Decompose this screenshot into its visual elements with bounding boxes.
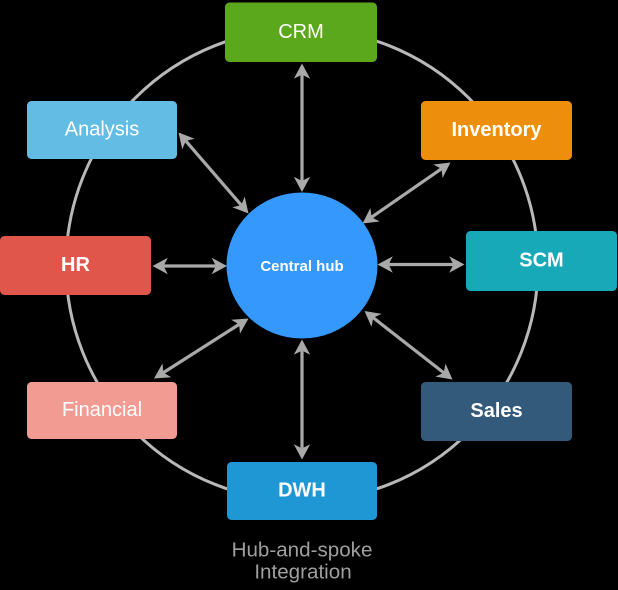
svg-text:Inventory: Inventory xyxy=(451,119,542,141)
svg-text:Financial: Financial xyxy=(62,399,142,421)
svg-text:SCM: SCM xyxy=(519,250,563,272)
svg-text:Integration: Integration xyxy=(254,561,351,584)
svg-text:HR: HR xyxy=(61,254,90,276)
svg-text:DWH: DWH xyxy=(278,480,326,502)
svg-text:Hub-and-spoke: Hub-and-spoke xyxy=(232,539,373,562)
svg-text:Central hub: Central hub xyxy=(260,258,343,275)
svg-text:CRM: CRM xyxy=(278,21,324,43)
svg-text:Analysis: Analysis xyxy=(65,119,139,141)
svg-text:Sales: Sales xyxy=(470,400,522,422)
